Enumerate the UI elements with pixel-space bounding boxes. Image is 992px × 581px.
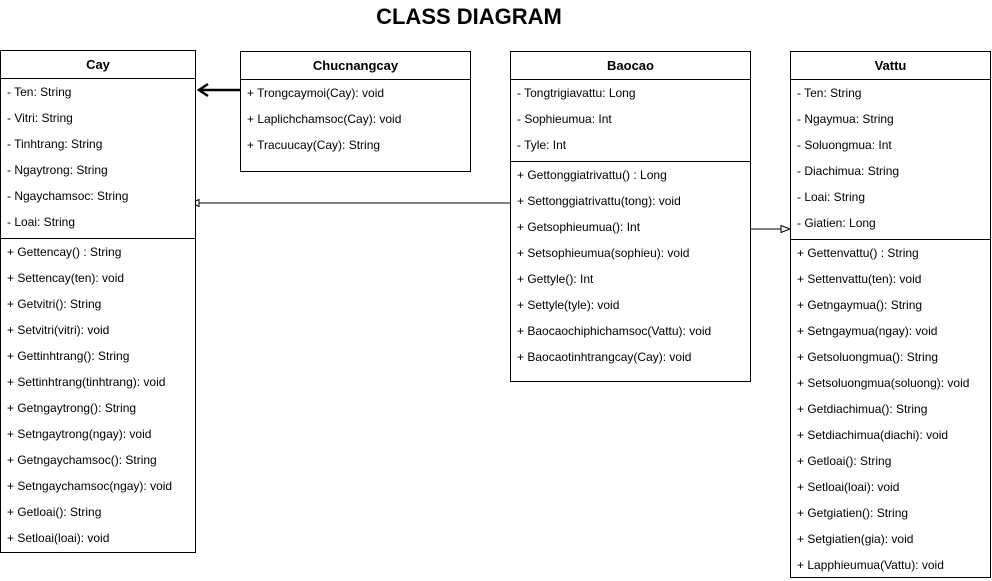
- class-chucnangcay-method: + Trongcaymoi(Cay): void: [247, 86, 385, 100]
- relation-chucnangcay-cay[interactable]: [196, 82, 240, 98]
- relation-baocao-vattu[interactable]: [750, 224, 792, 234]
- class-baocao-attribute: - Sophieumua: Int: [517, 112, 612, 126]
- class-vattu-attribute: - Diachimua: String: [797, 164, 900, 178]
- class-cay-method: + Getngaychamsoc(): String: [7, 453, 157, 467]
- class-cay-method: + Getngaytrong(): String: [7, 401, 137, 415]
- class-cay-name: Cay: [1, 51, 195, 79]
- class-cay-method: + Gettencay() : String: [7, 245, 122, 259]
- class-cay[interactable]: Cay - Ten: String - Vitri: String - Tinhtr…: [0, 50, 196, 553]
- class-cay-method: + Getvitri(): String: [7, 297, 102, 311]
- class-chucnangcay-method: + Tracuucay(Cay): String: [247, 138, 381, 152]
- class-cay-method: + Setngaychamsoc(ngay): void: [7, 479, 173, 493]
- class-vattu-method: + Gettenvattu() : String: [797, 246, 919, 260]
- class-baocao-method: + Setsophieumua(sophieu): void: [517, 246, 690, 260]
- class-cay-method: + Setngaytrong(ngay): void: [7, 427, 152, 441]
- class-vattu-method: + Getngaymua(): String: [797, 298, 923, 312]
- class-vattu-methods: + Gettenvattu() : String + Settenvattu(te…: [791, 239, 990, 581]
- class-vattu-attribute: - Ten: String: [797, 86, 862, 100]
- class-cay-attribute: - Ngaychamsoc: String: [7, 189, 129, 203]
- class-baocao-methods: + Gettonggiatrivattu() : Long + Settonggi…: [511, 161, 750, 373]
- class-cay-method: + Settencay(ten): void: [7, 271, 125, 285]
- class-cay-attribute: - Loai: String: [7, 215, 76, 229]
- class-vattu-attribute: - Soluongmua: Int: [797, 138, 892, 152]
- class-vattu-method: + Setsoluongmua(soluong): void: [797, 376, 970, 390]
- class-vattu-method: + Getdiachimua(): String: [797, 402, 928, 416]
- class-chucnangcay-methods: + Trongcaymoi(Cay): void + Laplichchamsoc…: [241, 80, 470, 161]
- class-vattu-attribute: - Ngaymua: String: [797, 112, 894, 126]
- class-cay-method: + Getloai(): String: [7, 505, 102, 519]
- class-baocao-method: + Gettonggiatrivattu() : Long: [517, 168, 667, 182]
- class-cay-attributes: - Ten: String - Vitri: String - Tinhtrang:…: [1, 79, 195, 238]
- class-vattu-method: + Setngaymua(ngay): void: [797, 324, 938, 338]
- class-baocao-name: Baocao: [511, 52, 750, 80]
- class-vattu-method: + Setdiachimua(diachi): void: [797, 428, 949, 442]
- class-cay-method: + Gettinhtrang(): String: [7, 349, 130, 363]
- class-vattu-name: Vattu: [791, 52, 990, 80]
- class-baocao-method: + Baocaochiphichamsoc(Vattu): void: [517, 324, 712, 338]
- class-baocao-method: + Settyle(tyle): void: [517, 298, 620, 312]
- class-chucnangcay[interactable]: Chucnangcay + Trongcaymoi(Cay): void + La…: [240, 51, 471, 172]
- class-vattu-method: + Setloai(loai): void: [797, 480, 900, 494]
- class-cay-attribute: - Ngaytrong: String: [7, 163, 108, 177]
- diagram-title: CLASS DIAGRAM: [376, 4, 562, 29]
- class-baocao-method: + Getsophieumua(): Int: [517, 220, 641, 234]
- class-chucnangcay-name: Chucnangcay: [241, 52, 470, 80]
- class-baocao-method: + Baocaotinhtrangcay(Cay): void: [517, 350, 692, 364]
- class-vattu-method: + Getloai(): String: [797, 454, 892, 468]
- class-vattu[interactable]: Vattu - Ten: String - Ngaymua: String - So…: [790, 51, 991, 578]
- class-vattu-method: + Setgiatien(gia): void: [797, 532, 914, 546]
- class-cay-attribute: - Vitri: String: [7, 111, 73, 125]
- class-baocao-method: + Gettyle(): Int: [517, 272, 594, 286]
- class-cay-method: + Setvitri(vitri): void: [7, 323, 110, 337]
- class-cay-method: + Setloai(loai): void: [7, 531, 110, 545]
- class-baocao-method: + Settonggiatrivattu(tong): void: [517, 194, 681, 208]
- class-cay-attribute: - Tinhtrang: String: [7, 137, 103, 151]
- class-baocao-attribute: - Tongtrigiavattu: Long: [517, 86, 636, 100]
- class-baocao-attribute: - Tyle: Int: [517, 138, 567, 152]
- class-vattu-method: + Lapphieumua(Vattu): void: [797, 558, 944, 572]
- class-cay-methods: + Gettencay() : String + Settencay(ten): …: [1, 238, 195, 554]
- class-vattu-attributes: - Ten: String - Ngaymua: String - Soluongm…: [791, 80, 990, 239]
- class-vattu-method: + Settenvattu(ten): void: [797, 272, 922, 286]
- class-cay-attribute: - Ten: String: [7, 85, 72, 99]
- class-vattu-attribute: - Giatien: Long: [797, 216, 876, 230]
- class-cay-method: + Settinhtrang(tinhtrang): void: [7, 375, 166, 389]
- relation-baocao-cay[interactable]: [189, 198, 510, 208]
- class-baocao-attributes: - Tongtrigiavattu: Long - Sophieumua: Int…: [511, 80, 750, 161]
- class-vattu-attribute: - Loai: String: [797, 190, 866, 204]
- class-chucnangcay-method: + Laplichchamsoc(Cay): void: [247, 112, 402, 126]
- class-vattu-method: + Getgiatien(): String: [797, 506, 909, 520]
- class-baocao[interactable]: Baocao - Tongtrigiavattu: Long - Sophieum…: [510, 51, 751, 382]
- class-vattu-method: + Getsoluongmua(): String: [797, 350, 939, 364]
